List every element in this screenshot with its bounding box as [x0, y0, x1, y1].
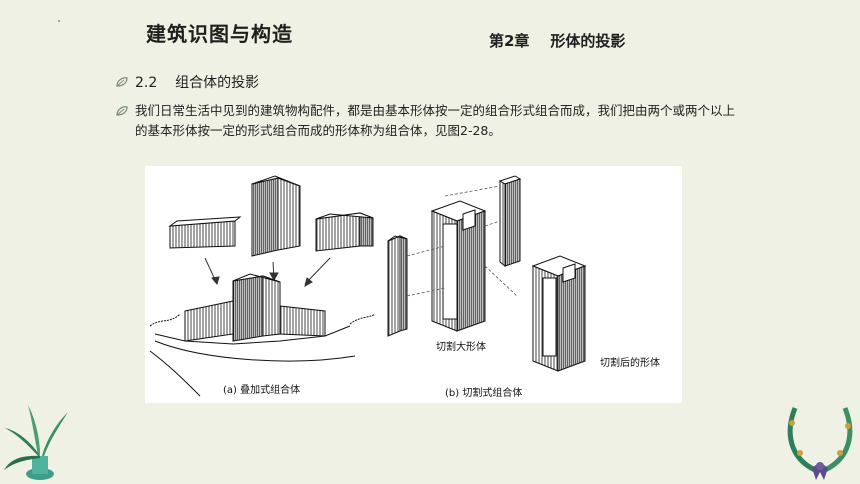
cut-result — [531, 255, 587, 372]
assembly-arrows — [204, 257, 331, 288]
decor-dot — [58, 20, 60, 22]
annotation-cut-big: 切割大形体 — [436, 342, 486, 353]
leaf-bullet-icon — [116, 77, 128, 87]
figure-2-28: (a) 叠加式组合体 (b) 切割式组合体 切割大形体 切割后的形体 — [145, 166, 682, 403]
wreath-decoration — [787, 407, 853, 480]
section-title: 2.2 组合体的投影 — [135, 75, 260, 91]
label-cut: (b) 切割式组合体 — [445, 388, 523, 399]
cut-arrows — [406, 185, 518, 297]
block-right — [315, 212, 374, 252]
cut-piece-right — [498, 175, 522, 268]
cut-piece-left — [387, 235, 408, 337]
big-block — [430, 200, 487, 332]
assembled-building — [149, 273, 376, 397]
paragraph-text: 我们日常生活中见到的建筑物构配件，都是由基本形体按一定的组合形式组合而成，我们把… — [135, 103, 736, 138]
section-heading: 2.2 组合体的投影 — [115, 72, 259, 92]
leaf-bullet-icon — [116, 106, 128, 116]
body-paragraph: 我们日常生活中见到的建筑物构配件，都是由基本形体按一定的组合形式组合而成，我们把… — [115, 101, 735, 141]
annotation-after-cut: 切割后的形体 — [600, 358, 660, 369]
plant-vase-decoration — [4, 405, 68, 480]
label-stacked: (a) 叠加式组合体 — [223, 385, 301, 396]
composite-body-illustration — [149, 175, 587, 397]
course-title: 建筑识图与构造 — [146, 22, 293, 46]
chapter-title: 第2章 形体的投影 — [489, 32, 626, 50]
block-top — [251, 175, 301, 257]
block-left — [168, 216, 242, 249]
